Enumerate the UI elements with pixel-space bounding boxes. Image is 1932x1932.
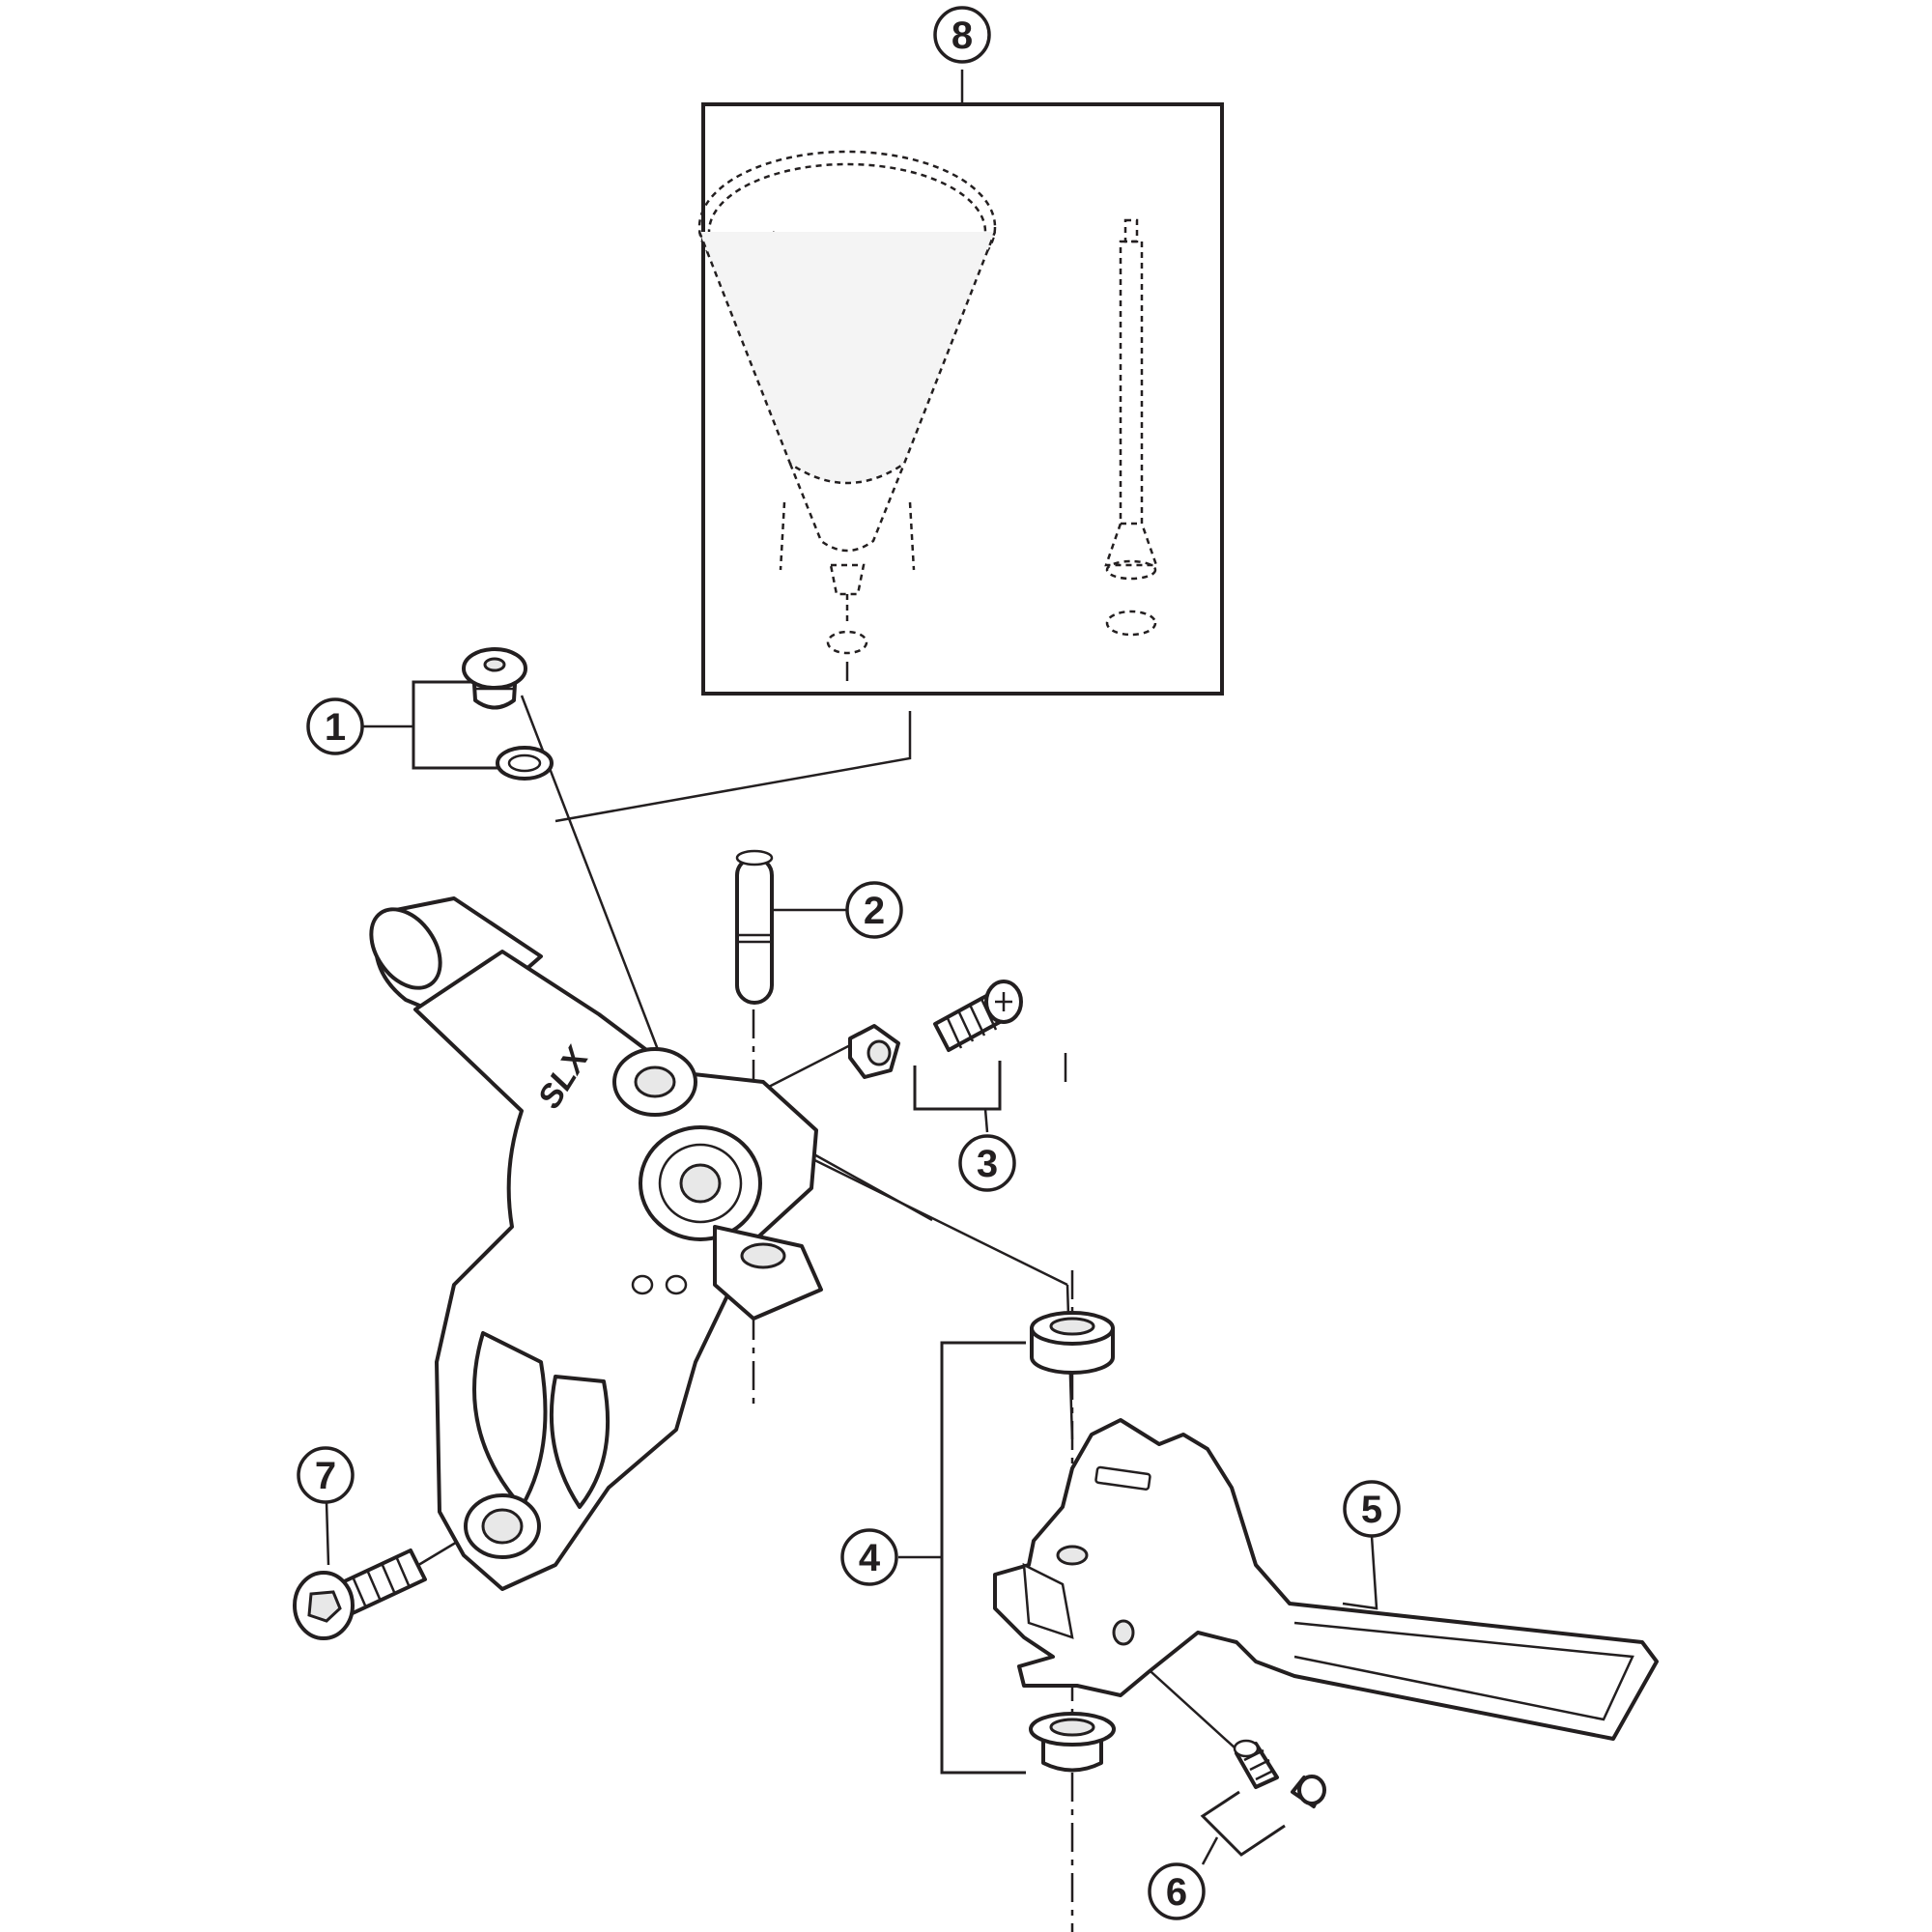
bleed-rod-icon [1104,218,1158,637]
bushing-bottom-icon [1029,1712,1116,1773]
callout-1-bracket [412,680,497,770]
callout-6-bracket [1200,1790,1286,1857]
adjust-screw-icon [933,980,1023,1052]
callout-7: 7 [297,1446,355,1504]
svg-text:3: 3 [977,1143,998,1185]
callout-3-bracket [913,1061,1002,1111]
callout-6: 6 [1148,1862,1206,1920]
callout-8: 8 [933,6,991,64]
callout-4: 4 [840,1528,898,1586]
callout-5: 5 [1343,1480,1401,1538]
clamp-bolt-icon [293,1548,427,1640]
bushing-top-icon [1030,1311,1115,1375]
callout-2: 2 [845,881,903,939]
svg-text:7: 7 [315,1455,336,1497]
bleed-kit-group [697,70,1224,696]
pin-icon [735,849,774,1005]
master-cylinder-body: SLX [369,896,823,1591]
svg-text:6: 6 [1166,1871,1187,1914]
callout-4-bracket [940,1341,1026,1775]
svg-text:8: 8 [952,14,973,57]
callout-1: 1 [306,697,364,755]
svg-text:2: 2 [864,890,885,932]
lever-blade-icon [993,1418,1659,1741]
svg-text:5: 5 [1361,1489,1382,1531]
svg-text:1: 1 [325,706,346,749]
svg-text:4: 4 [859,1537,881,1579]
bleed-screw-icon [462,647,527,710]
set-screw-icon [1233,1739,1279,1789]
set-screw-cap-icon [1291,1775,1326,1808]
callout-3: 3 [958,1134,1016,1192]
bleed-funnel-icon [697,150,997,681]
adjust-nut-icon [848,1024,900,1079]
o-ring-icon [496,746,554,781]
